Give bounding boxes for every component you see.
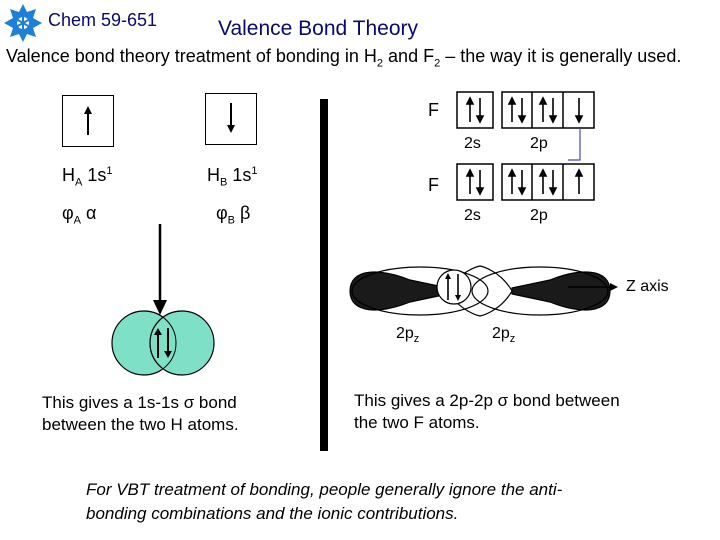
course-code: Chem 59-651	[48, 10, 158, 30]
hb-orbital-box	[205, 93, 257, 145]
unpaired-connector-line	[568, 128, 581, 161]
f-top-2p-label: 2p	[530, 135, 548, 152]
f2-pz-overlap-diagram	[349, 265, 618, 317]
f-bottom-2p-label: 2p	[530, 207, 548, 224]
ha-label: HA 1s1	[62, 165, 113, 189]
phi-b-label: φB β	[216, 203, 251, 227]
vertical-divider	[320, 99, 328, 451]
ha-orbital-box	[62, 95, 114, 147]
down-arrow-icon	[226, 102, 235, 133]
snowflake-logo-icon	[4, 4, 42, 42]
h2-overlap-diagram	[111, 310, 215, 376]
h2-caption: This gives a 1s-1s σ bond between the tw…	[42, 393, 239, 434]
up-arrow-icon	[83, 105, 92, 135]
z-axis-label: Z axis	[626, 278, 669, 295]
combine-arrow-icon	[153, 224, 167, 315]
phi-a-label: φA α	[62, 203, 97, 227]
f-top-2s-label: 2s	[464, 135, 481, 152]
slide-title: Valence Bond Theory	[218, 17, 419, 40]
pz-left-label: 2pz	[396, 325, 420, 346]
f-label-top: F	[428, 100, 439, 120]
pz-right-label: 2pz	[492, 325, 516, 346]
f-label-bottom: F	[428, 175, 439, 195]
f-bottom-2s-label: 2s	[464, 207, 481, 224]
f-bottom-orbital-diagram	[456, 163, 595, 201]
footer-note: For VBT treatment of bonding, people gen…	[86, 480, 563, 523]
f-top-orbital-diagram	[456, 91, 595, 129]
f2-caption: This gives a 2p-2p σ bond between the tw…	[354, 391, 620, 432]
intro-text: Valence bond theory treatment of bonding…	[6, 46, 682, 70]
hb-label: HB 1s1	[207, 165, 258, 189]
